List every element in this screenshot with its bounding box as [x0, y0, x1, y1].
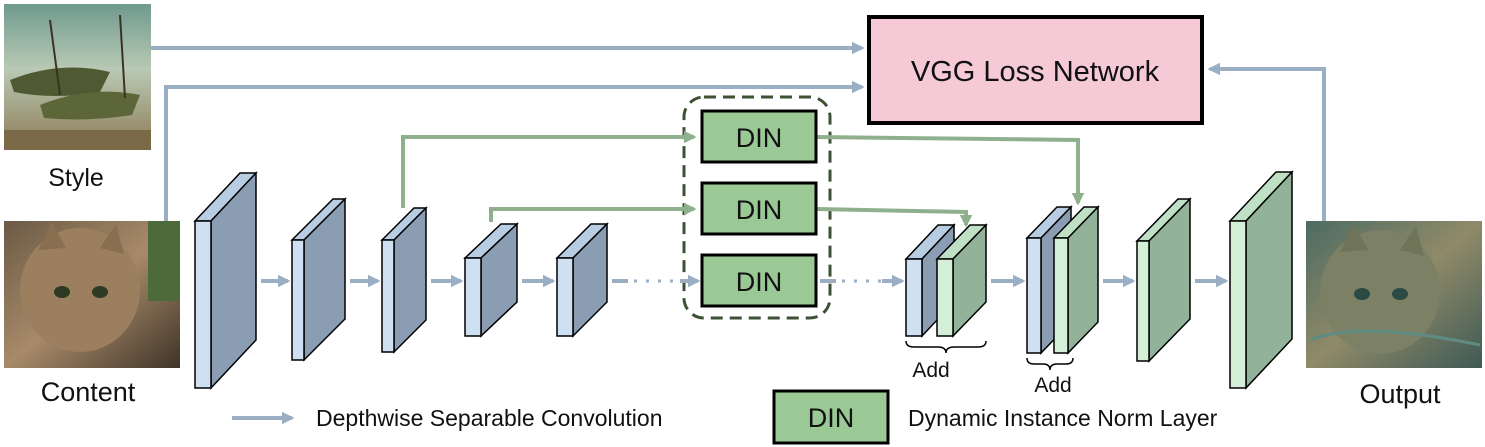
din-block-2: DIN: [700, 181, 818, 236]
output-label: Output: [1359, 379, 1441, 409]
legend-din-box-label: DIN: [808, 403, 855, 433]
legend-conv-label: Depthwise Separable Convolution: [316, 405, 663, 431]
add-label-1: Add: [912, 359, 949, 382]
decoder-layer-1: [1135, 197, 1192, 363]
din-block-3: DIN: [700, 253, 818, 308]
vgg-loss-network: VGG Loss Network: [867, 15, 1204, 125]
conv-layer-4: [463, 222, 519, 338]
add-brace-1: [905, 340, 987, 354]
din-label-1: DIN: [736, 123, 783, 153]
output-image: [1306, 221, 1482, 368]
skip-arrow-top-out: [815, 135, 1085, 206]
add-layer-pair-2: [1025, 205, 1100, 355]
skip-arrow-top-in: [401, 130, 697, 208]
conv-layer-2: [290, 197, 347, 362]
din-label-2: DIN: [736, 195, 783, 225]
content-image: [4, 221, 180, 368]
conv-layer-3: [380, 206, 428, 354]
output-to-loss-arrow: [1207, 62, 1326, 221]
decoder-layer-2: [1228, 170, 1294, 390]
add-brace-2: [1026, 357, 1074, 371]
din-label-3: DIN: [736, 267, 783, 297]
add-label-2: Add: [1034, 374, 1071, 397]
conv-layer-5: [555, 222, 609, 338]
content-label: Content: [41, 377, 136, 407]
skip-arrow-mid-in: [489, 202, 697, 222]
content-to-loss-arrow: [164, 80, 865, 221]
legend-din-box: [772, 389, 890, 445]
legend: Depthwise Separable Convolution DIN Dyna…: [232, 389, 1218, 445]
vgg-loss-label: VGG Loss Network: [911, 56, 1160, 88]
conv-layer-1: [193, 171, 258, 390]
style-image: [4, 4, 151, 150]
style-label: Style: [48, 164, 104, 192]
din-block-1: DIN: [700, 109, 818, 164]
add-layer-pair-1: [904, 223, 988, 338]
legend-din-label: Dynamic Instance Norm Layer: [908, 405, 1218, 431]
skip-arrow-mid-out: [815, 207, 973, 228]
